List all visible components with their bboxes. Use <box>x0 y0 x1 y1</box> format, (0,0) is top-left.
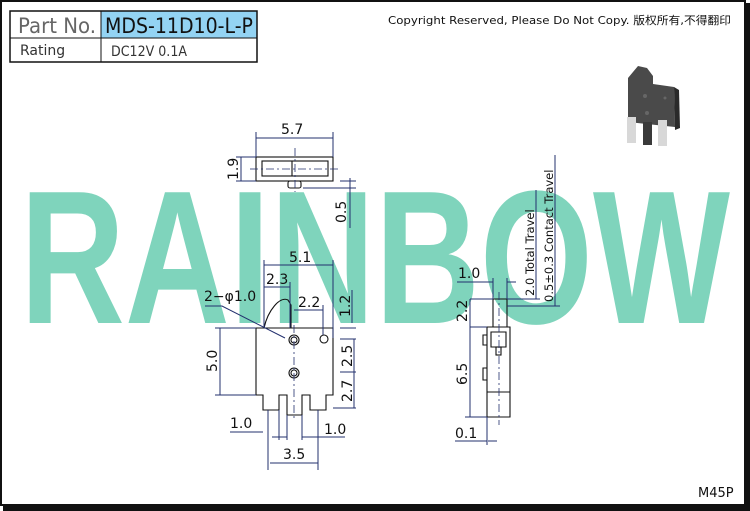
dim-top-width: 5.7 <box>281 122 303 138</box>
part-no-value: MDS-11D10-L-P <box>105 14 253 38</box>
rating-value: DC12V 0.1A <box>111 44 187 60</box>
rainbow-watermark: RAINBOW <box>20 152 731 364</box>
title-block: Part No. MDS-11D10-L-P Rating DC12V 0.1A <box>9 10 258 63</box>
dim-side-width: 1.0 <box>458 266 480 282</box>
product-3d-image <box>627 66 680 146</box>
copyright-notice: Copyright Reserved, Please Do Not Copy. … <box>388 13 731 27</box>
rating-label: Rating <box>20 43 65 59</box>
dim-side-height: 6.5 <box>455 363 471 385</box>
total-travel-label: 2.0 Total Travel <box>523 209 537 296</box>
dim-hole-bottom: 2.7 <box>340 380 356 402</box>
dim-leg-right: 1.0 <box>324 422 346 438</box>
front-view: 5.1 2.3 2.2 2−φ1.0 1.2 2.5 2.7 5.0 1.0 1… <box>204 250 356 470</box>
side-view: 1.0 2.2 6.5 0.1 2.0 Total Travel 0.5±0.3… <box>455 155 560 445</box>
dim-leg-left: 1.0 <box>230 416 252 432</box>
dim-hole-spacing: 2.2 <box>298 295 320 311</box>
top-view: 5.7 1.9 0.5 <box>226 122 356 228</box>
contact-travel-label: 0.5±0.3 Contact Travel <box>542 170 556 302</box>
part-no-cell <box>101 11 257 38</box>
dim-top-depth: 1.9 <box>226 158 242 180</box>
dim-lever-offset: 2.3 <box>266 272 288 288</box>
border-shadow-right <box>745 3 750 511</box>
border-shadow-bottom <box>3 505 750 511</box>
dim-body-height: 5.0 <box>205 350 221 372</box>
drawing-code: M45P <box>698 486 734 501</box>
dim-side-offset: 0.1 <box>455 426 477 442</box>
dim-body-width: 5.1 <box>289 250 311 266</box>
dim-hole-vertical: 2.5 <box>340 345 356 367</box>
part-no-label: Part No. <box>18 14 96 38</box>
dim-lever-height: 1.2 <box>338 295 354 317</box>
dim-tab: 0.5 <box>334 201 350 223</box>
dim-leg-spacing: 3.5 <box>283 447 305 463</box>
dim-plunger: 2.2 <box>455 300 471 322</box>
dim-holes: 2−φ1.0 <box>204 289 256 305</box>
